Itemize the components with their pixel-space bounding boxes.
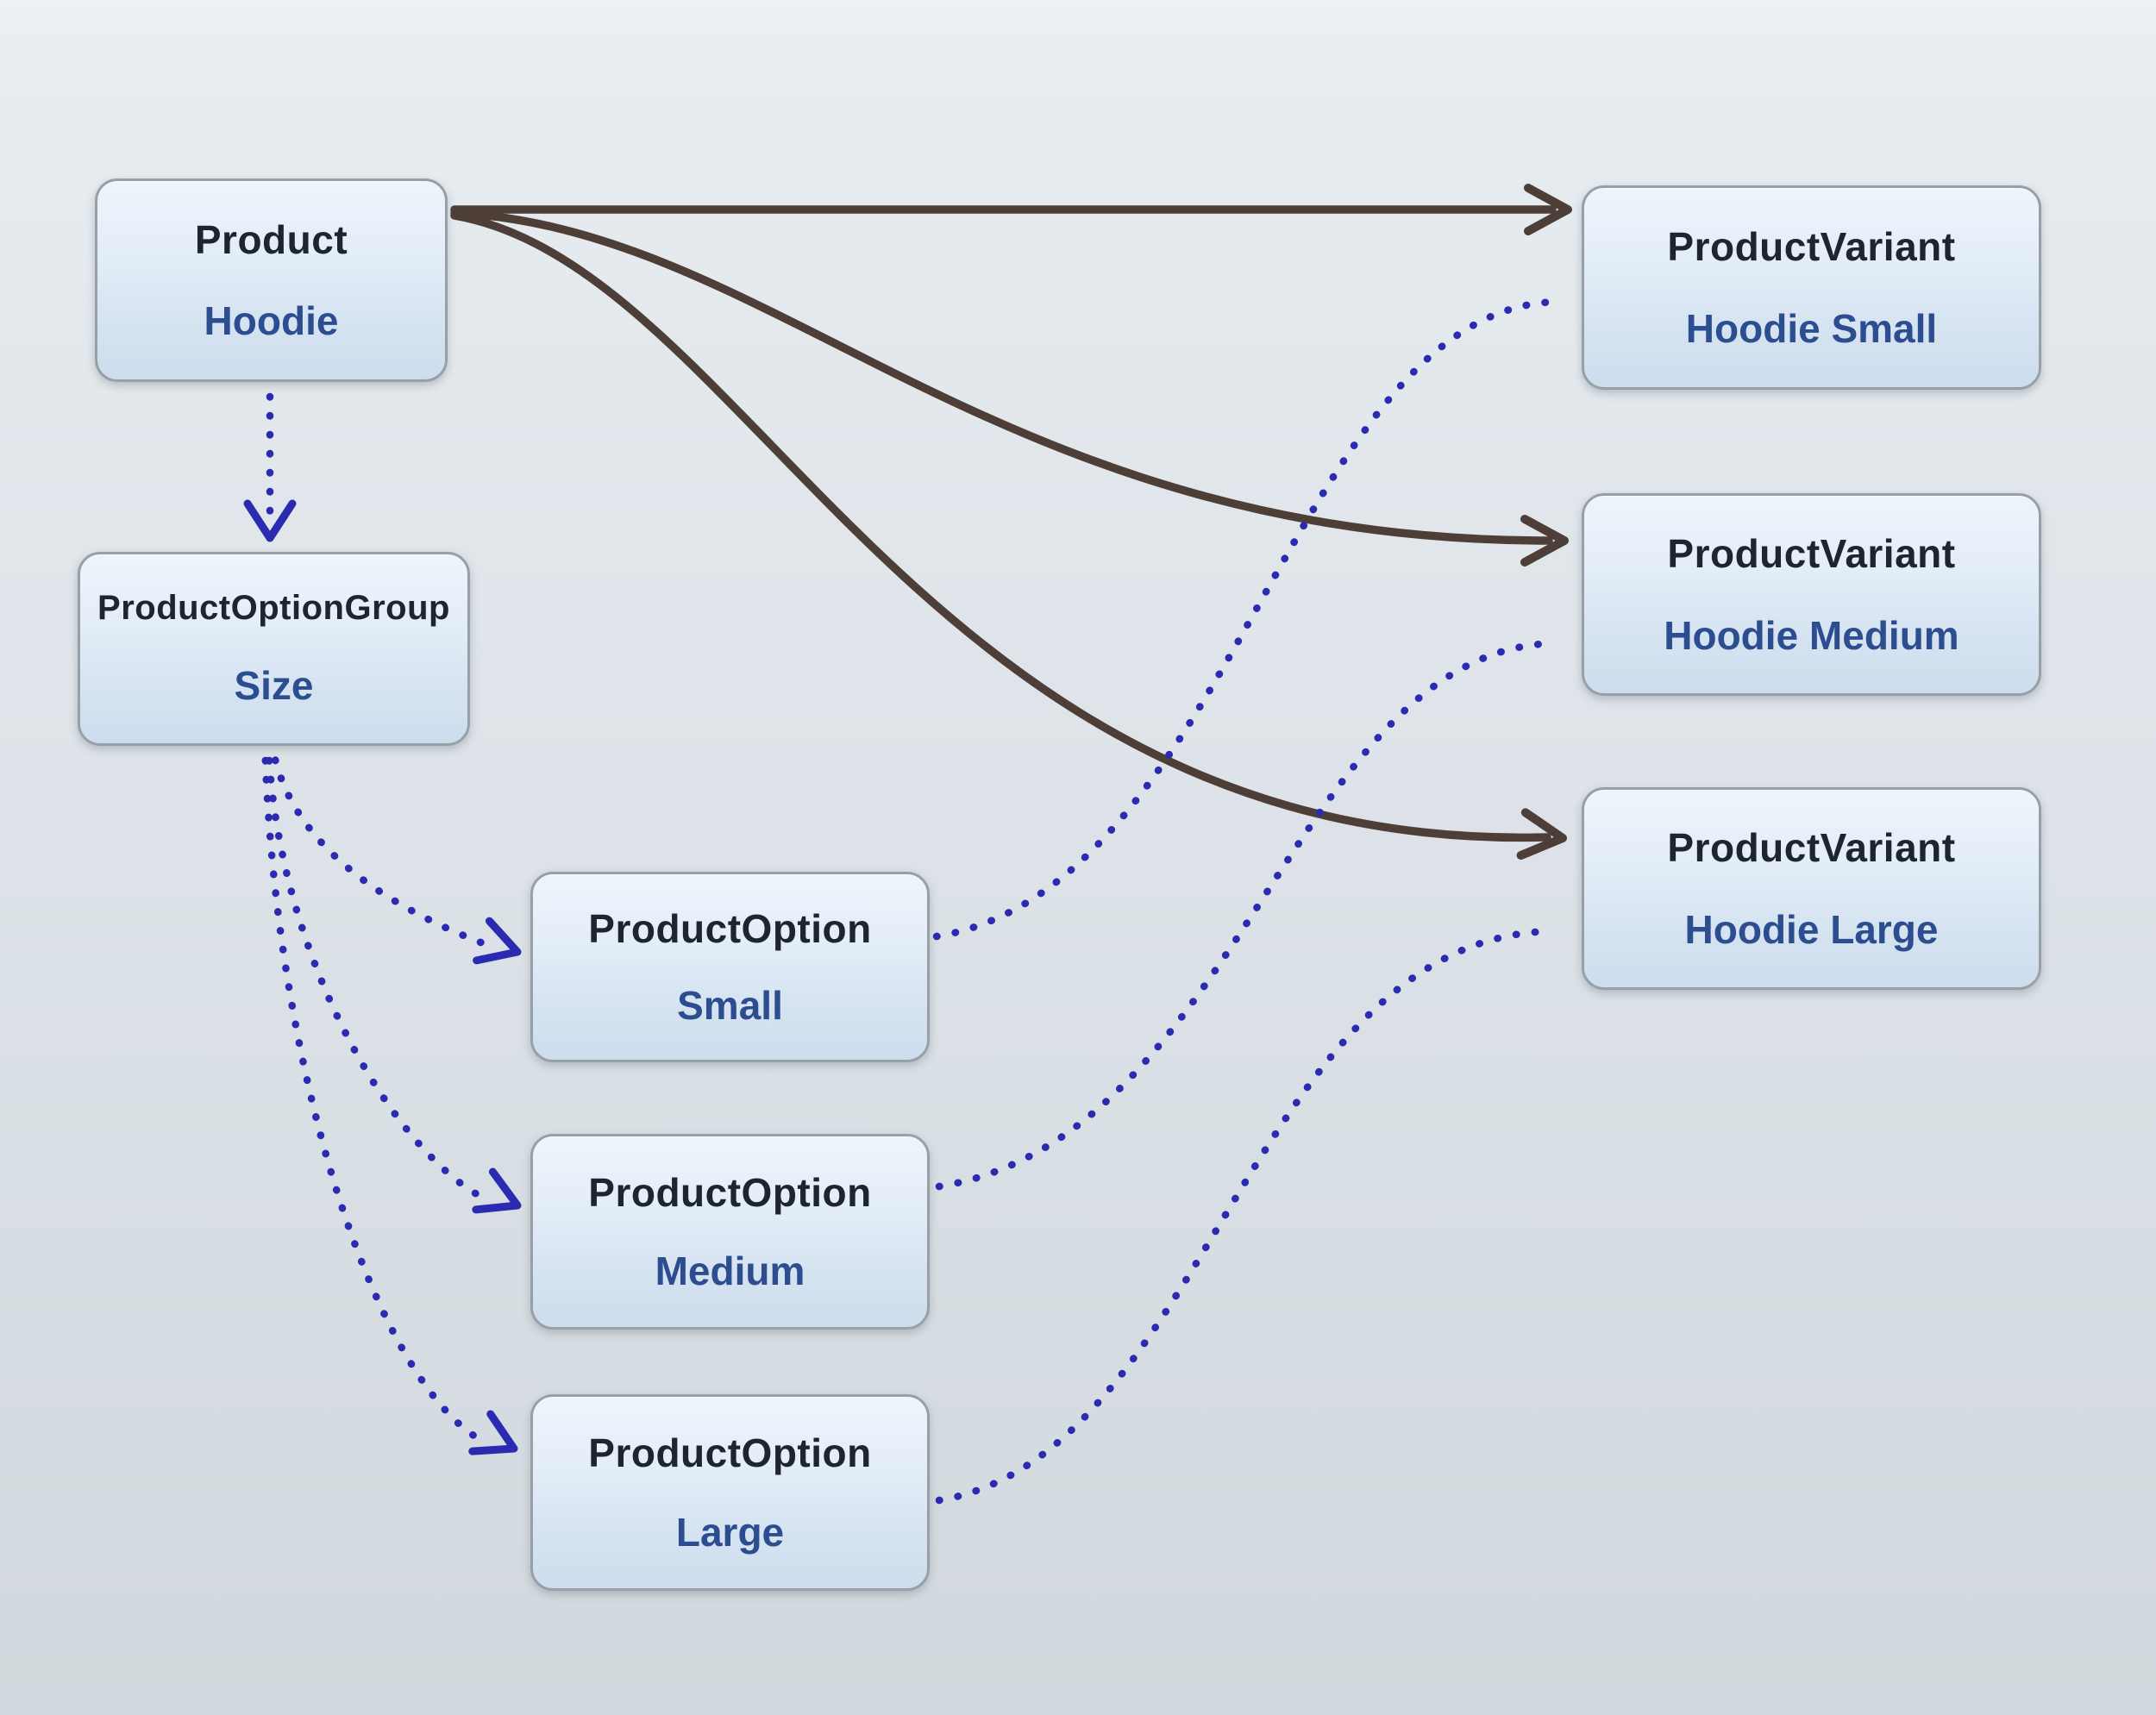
edge-option-large-variant-large xyxy=(935,927,1553,1505)
node-title: ProductVariant xyxy=(1667,531,1956,577)
edge-dotted-line xyxy=(260,737,482,1443)
node-value: Hoodie Medium xyxy=(1664,612,1959,658)
node-title: ProductVariant xyxy=(1667,224,1956,269)
node-product-option-small: ProductOption Small xyxy=(530,872,930,1062)
chevron-arrowhead-icon xyxy=(472,1167,522,1214)
node-title: ProductOption xyxy=(588,905,872,951)
node-title: ProductOption xyxy=(588,1169,872,1215)
node-variant-small: ProductVariant Hoodie Small xyxy=(1582,185,2041,390)
node-product-option-medium: ProductOption Medium xyxy=(530,1134,930,1330)
node-value: Large xyxy=(675,1510,785,1555)
node-title: ProductOptionGroup xyxy=(97,589,450,627)
edge-line xyxy=(450,211,1551,842)
node-product-option-group: ProductOptionGroup Size xyxy=(78,552,470,746)
node-value: Hoodie Small xyxy=(1685,306,1938,351)
edge-product-variant-medium xyxy=(450,209,1569,566)
chevron-arrowhead-icon xyxy=(468,1410,518,1455)
node-variant-large: ProductVariant Hoodie Large xyxy=(1582,787,2041,990)
chevron-arrowhead-icon xyxy=(473,917,522,965)
node-title: Product xyxy=(194,216,348,262)
node-title: ProductVariant xyxy=(1667,825,1956,871)
node-value: Hoodie xyxy=(204,298,339,344)
node-value: Medium xyxy=(655,1249,805,1294)
edge-product-optiongroup xyxy=(243,392,297,542)
edge-product-variant-large xyxy=(450,211,1567,861)
edge-dotted-line xyxy=(935,927,1553,1505)
node-value: Size xyxy=(234,663,314,708)
edge-optiongroup-option-medium xyxy=(264,737,522,1214)
node-value: Small xyxy=(677,983,783,1029)
edge-product-variant-small xyxy=(450,184,1572,235)
node-value: Hoodie Large xyxy=(1684,906,1939,952)
edge-line xyxy=(450,209,1553,545)
edge-dotted-line xyxy=(935,639,1560,1191)
node-product-option-large: ProductOption Large xyxy=(530,1394,930,1591)
edge-option-medium-variant-medium xyxy=(935,639,1560,1191)
arrowhead-icon xyxy=(1516,808,1567,861)
node-product: Product Hoodie xyxy=(95,178,448,382)
edge-dotted-line xyxy=(267,737,487,948)
arrowhead-icon xyxy=(1524,184,1572,235)
arrowhead-icon xyxy=(1520,515,1569,566)
node-title: ProductOption xyxy=(588,1430,872,1475)
edge-option-small-variant-small xyxy=(932,297,1560,941)
chevron-arrowhead-icon xyxy=(243,499,297,542)
edge-optiongroup-option-large xyxy=(260,737,518,1455)
node-variant-medium: ProductVariant Hoodie Medium xyxy=(1582,493,2041,696)
edge-dotted-line xyxy=(932,297,1560,941)
edge-optiongroup-option-small xyxy=(267,737,522,965)
